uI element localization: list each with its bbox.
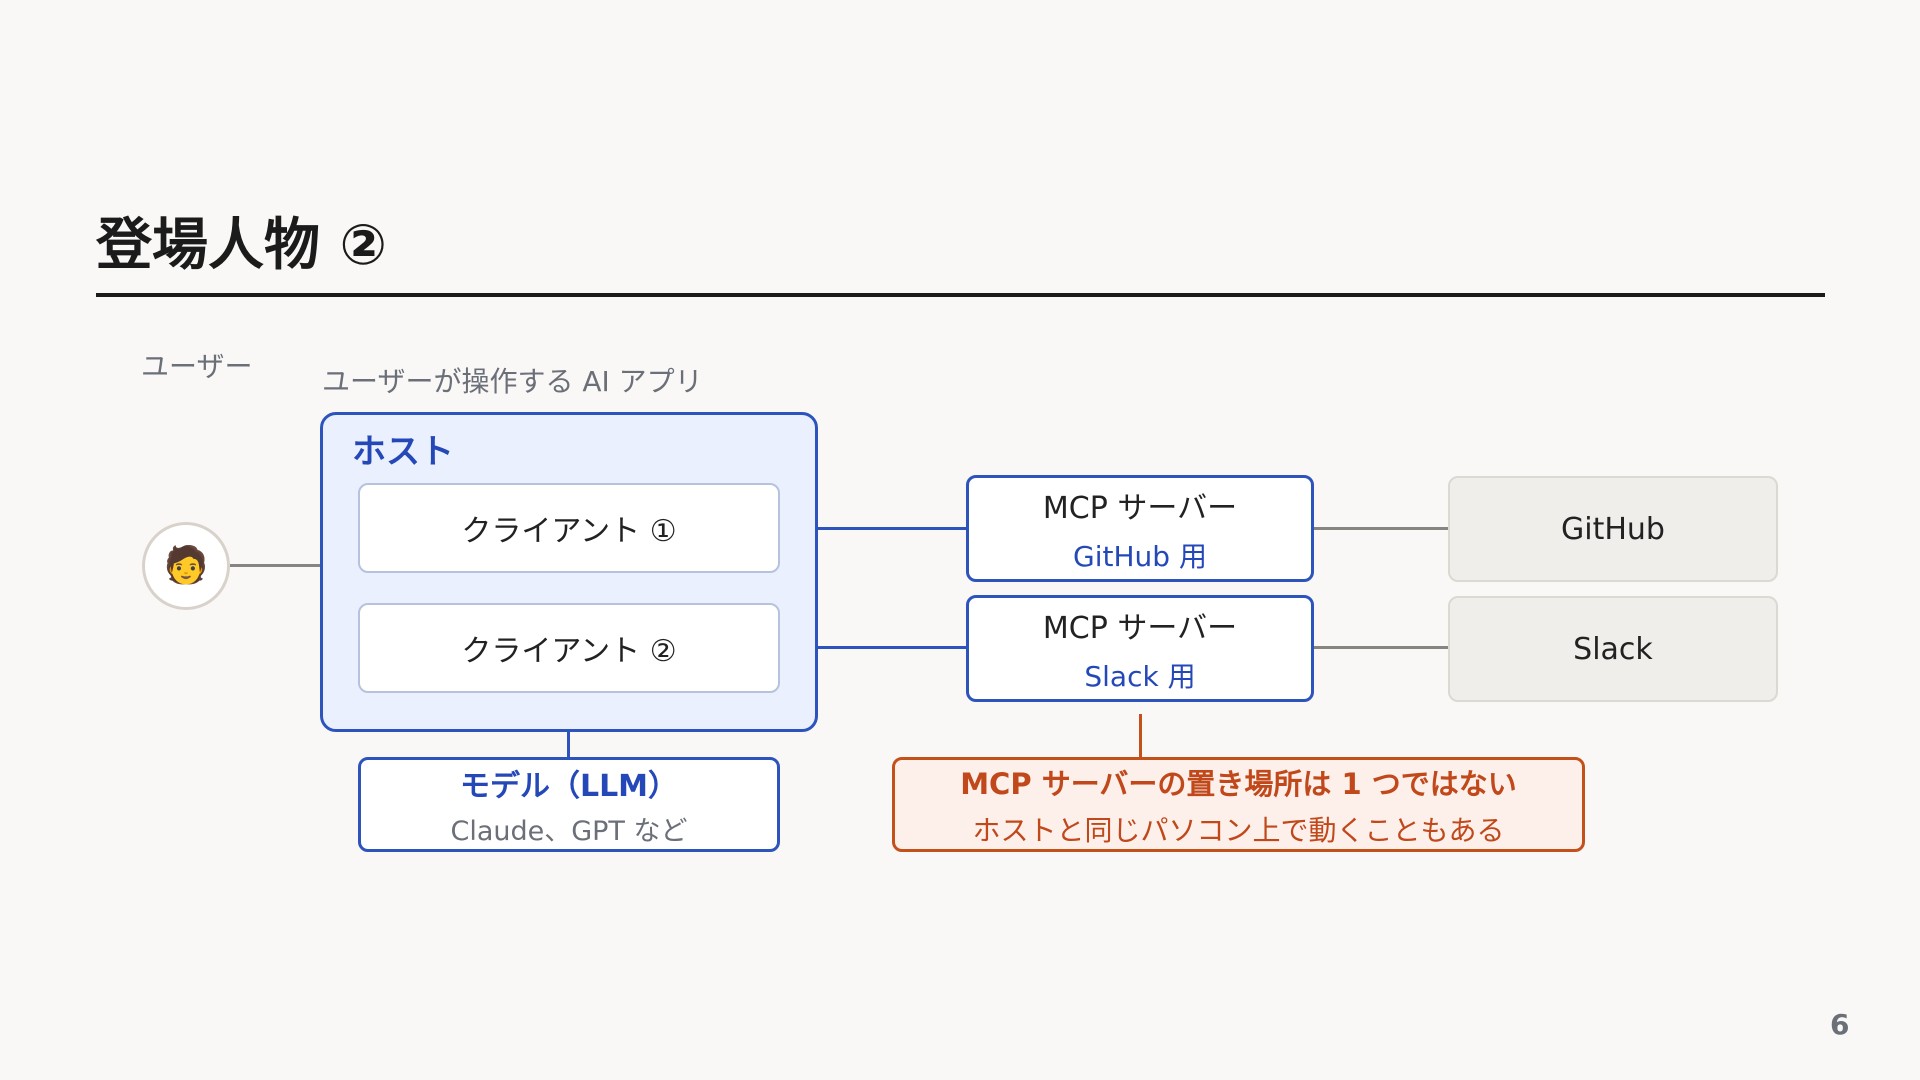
mcp-server-github-box: MCP サーバー GitHub 用: [966, 475, 1314, 582]
mcp-server-github-subtitle: GitHub 用: [1073, 539, 1207, 573]
service-slack-label: Slack: [1573, 631, 1653, 667]
host-title: ホスト: [352, 432, 454, 472]
client-2-label: クライアント ②: [461, 634, 677, 669]
page-number: 6: [1830, 1008, 1850, 1041]
person-icon: 🧑: [163, 545, 209, 586]
mcp-server-github-title: MCP サーバー: [1042, 490, 1238, 526]
mcp-server-slack-box: MCP サーバー Slack 用: [966, 595, 1314, 702]
client2-server-connector: [780, 646, 966, 649]
client-1-box: クライアント ①: [358, 483, 780, 573]
mcp-server-slack-title: MCP サーバー: [1042, 610, 1238, 646]
user-avatar: 🧑: [142, 522, 230, 610]
service-slack-box: Slack: [1448, 596, 1778, 702]
note-title: MCP サーバーの置き場所は 1 つではない: [960, 766, 1517, 801]
server-github-connector: [1314, 527, 1448, 530]
server-note-connector: [1139, 714, 1142, 757]
model-title: モデル（LLM）: [459, 769, 679, 804]
slide-title: 登場人物 ②: [96, 213, 387, 278]
host-caption: ユーザーが操作する AI アプリ: [322, 365, 703, 398]
client-1-label: クライアント ①: [461, 514, 677, 549]
server-slack-connector: [1314, 646, 1448, 649]
service-github-label: GitHub: [1561, 511, 1665, 547]
host-model-connector: [567, 732, 570, 757]
user-label: ユーザー: [141, 350, 253, 383]
title-divider: [96, 293, 1825, 297]
client-2-box: クライアント ②: [358, 603, 780, 693]
mcp-server-slack-subtitle: Slack 用: [1084, 659, 1196, 693]
model-subtitle: Claude、GPT など: [450, 816, 688, 847]
client1-server-connector: [780, 527, 966, 530]
service-github-box: GitHub: [1448, 476, 1778, 582]
model-box: モデル（LLM） Claude、GPT など: [358, 757, 780, 852]
user-host-connector: [230, 564, 320, 567]
note-subtitle: ホストと同じパソコン上で動くこともある: [972, 813, 1505, 847]
server-location-note: MCP サーバーの置き場所は 1 つではない ホストと同じパソコン上で動くことも…: [892, 757, 1585, 852]
